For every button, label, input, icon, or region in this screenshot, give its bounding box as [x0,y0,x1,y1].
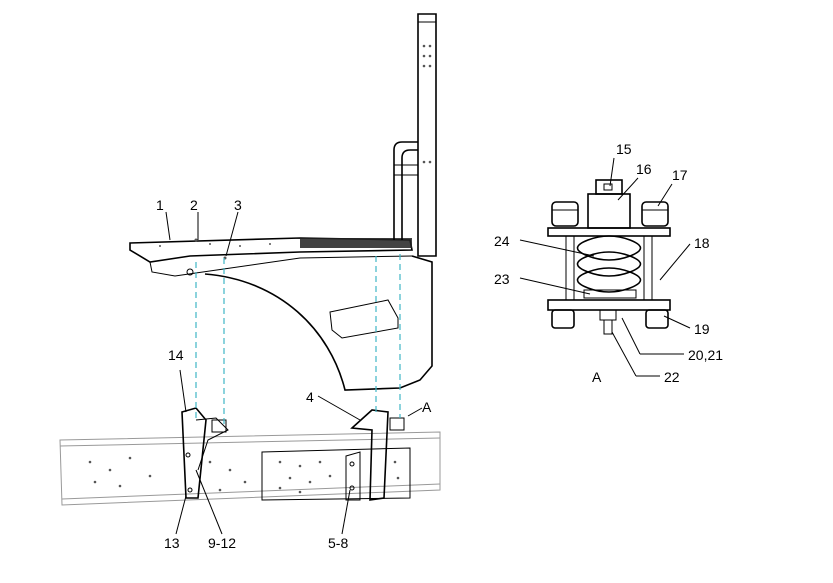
callout-18: 18 [694,235,710,251]
projection-lines [195,254,401,424]
callout-14: 14 [168,347,184,363]
callout-a: A [422,399,432,415]
detail-view-a [547,179,671,335]
callout-24: 24 [494,233,510,249]
callout-19: 19 [694,321,710,337]
vertical-post [393,13,437,257]
leader-lines-main [165,211,423,535]
callout-23: 23 [494,271,510,287]
callout-13: 13 [164,535,180,551]
left-bracket [181,407,229,499]
callout-15: 15 [616,141,632,157]
callout-16: 16 [636,161,652,177]
chassis-frame-rail [59,431,441,506]
callout-4: 4 [306,389,314,405]
callout-labels: 1 2 3 4 14 13 9-12 5-8 A 15 16 17 24 23 … [156,141,723,551]
callout-1: 1 [156,197,164,213]
callout-22: 22 [664,369,680,385]
fender-assembly [129,237,433,391]
callout-3: 3 [234,197,242,213]
leader-lines-detail [519,157,691,377]
right-bracket [345,409,405,501]
callout-20-21: 20,21 [688,347,723,363]
callout-9-12: 9-12 [208,535,236,551]
callout-5-8: 5-8 [328,535,348,551]
callout-17: 17 [672,167,688,183]
detail-view-label: A [592,369,602,385]
callout-2: 2 [190,197,198,213]
